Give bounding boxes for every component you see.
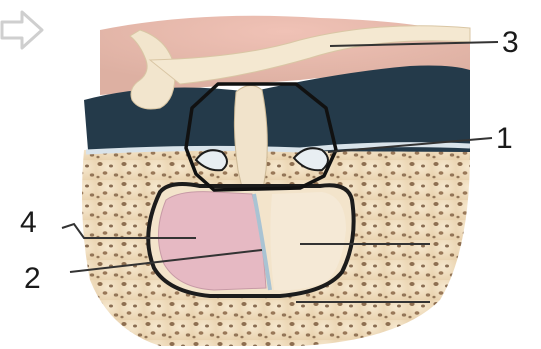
anterior-pituitary bbox=[158, 192, 266, 290]
right-arrow-icon bbox=[2, 12, 42, 48]
label-4: 4 bbox=[20, 206, 37, 239]
label-3: 3 bbox=[502, 26, 519, 59]
label-1: 1 bbox=[496, 122, 513, 155]
label-2: 2 bbox=[24, 262, 41, 295]
